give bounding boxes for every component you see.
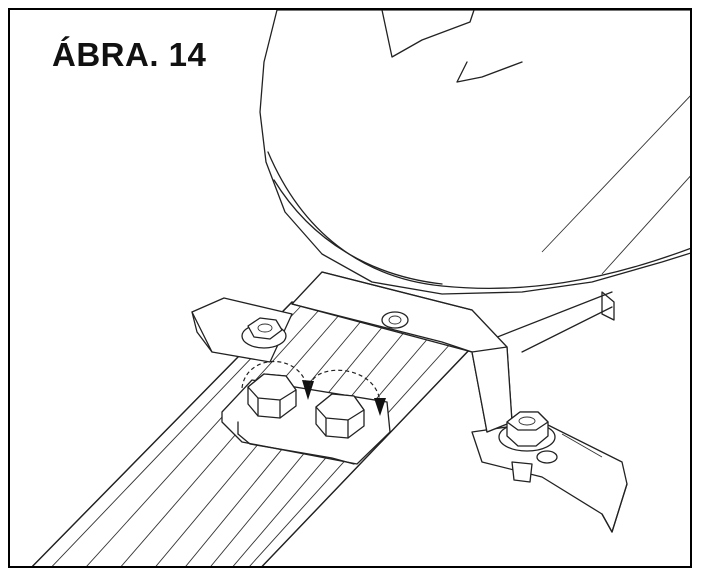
installation-drawing	[31, 10, 690, 566]
motor-housing	[259, 10, 690, 295]
left-bolt	[241, 317, 287, 349]
figure-frame: ÁBRA. 14	[8, 8, 692, 568]
bracket-right-wing	[471, 421, 628, 533]
hex-nut-left	[247, 373, 297, 419]
rotation-arrow-right	[309, 369, 386, 416]
rotation-arrow-left	[241, 360, 314, 400]
right-bolt	[498, 411, 558, 483]
u-bracket	[291, 271, 513, 433]
figure-title: ÁBRA. 14	[52, 36, 207, 73]
hex-nut-right	[315, 393, 365, 439]
